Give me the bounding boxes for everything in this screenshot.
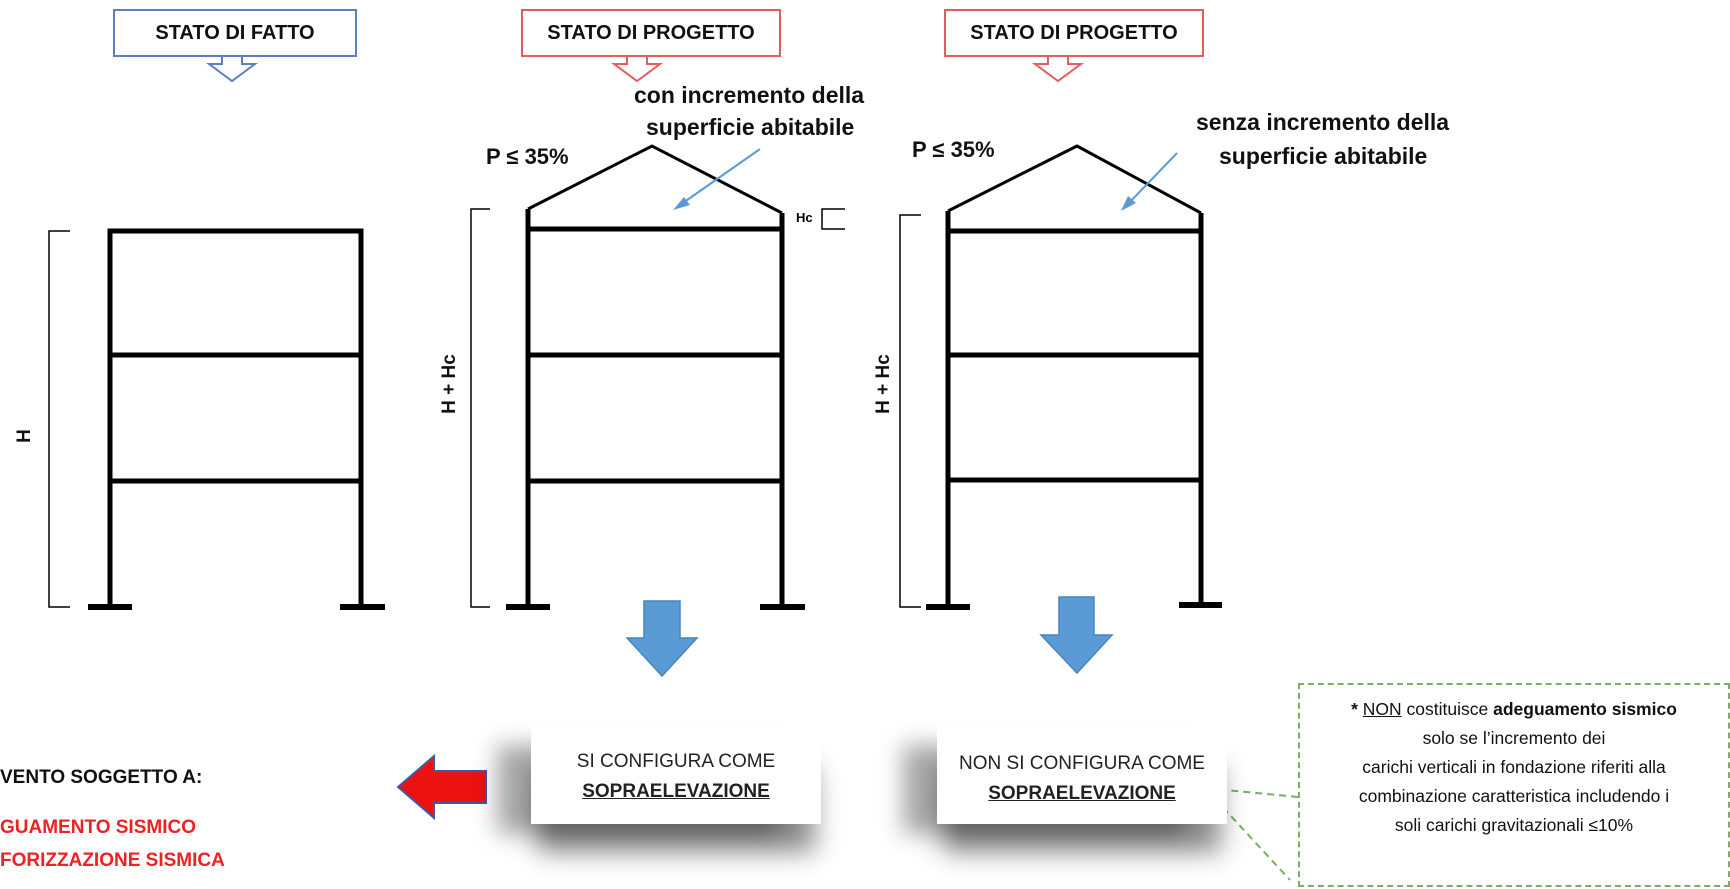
header-arrow-project-a	[610, 55, 664, 83]
frame-project-b	[899, 144, 1222, 610]
blue-down-arrow-b	[1039, 596, 1114, 675]
header-arrow-project-b	[1031, 55, 1085, 83]
frame-project-b-roof	[947, 144, 1202, 215]
frame-project-a	[470, 144, 845, 610]
frame-project-a-roof	[527, 144, 783, 215]
header-stato-di-progetto-a: STATO DI PROGETTO	[521, 9, 781, 57]
left-panel-title: VENTO SOGGETTO A:	[0, 767, 203, 788]
left-panel-item2: FORIZZAZIONE SISMICA	[0, 850, 225, 871]
condition-line3: carichi verticali in fondazione riferiti…	[1362, 757, 1666, 777]
result-box-si-configura: SI CONFIGURA COME SOPRAELEVAZIONE	[531, 727, 821, 824]
header-arrow-existing	[205, 55, 259, 83]
frame-project-a-hc-bracket	[821, 208, 845, 230]
hc-label: Hc	[796, 210, 813, 225]
note-a-line2: superficie abitabile	[646, 114, 855, 140]
condition-bold: adeguamento sismico	[1493, 699, 1677, 719]
slope-label-b: P ≤ 35%	[912, 137, 995, 162]
frame-existing	[48, 228, 385, 610]
slope-label-a: P ≤ 35%	[486, 144, 569, 169]
note-b-line2: superficie abitabile	[1219, 143, 1428, 169]
note-pointer-a	[673, 148, 761, 210]
result-a-line2: SOPRAELEVAZIONE	[582, 781, 770, 802]
frame-existing-top-storey	[107, 228, 364, 358]
note-a-line1: con incremento della	[634, 82, 865, 108]
frame-project-b-dimension-bracket	[899, 214, 921, 608]
height-label-project-b: H + Hc	[873, 354, 894, 414]
red-left-arrow	[396, 753, 487, 821]
header-stato-di-progetto-b: STATO DI PROGETTO	[944, 9, 1204, 57]
height-label-existing: H	[14, 429, 35, 443]
result-b-line1: NON SI CONFIGURA COME	[959, 753, 1205, 774]
condition-line2: solo se l’incremento dei	[1422, 728, 1606, 748]
condition-note: * NON costituisce adeguamento sismico so…	[1298, 683, 1730, 887]
frame-project-a-dimension-bracket	[470, 208, 490, 608]
condition-line1: * NON costituisce adeguamento sismico	[1351, 699, 1677, 719]
frame-existing-dimension-bracket	[48, 230, 70, 608]
result-box-non-si-configura: NON SI CONFIGURA COME SOPRAELEVAZIONE	[937, 727, 1227, 824]
note-pointer-b	[1121, 152, 1178, 211]
left-panel-item1: GUAMENTO SISMICO	[0, 817, 196, 838]
header-stato-di-fatto: STATO DI FATTO	[113, 9, 357, 57]
condition-line4: combinazione caratteristica includendo i	[1358, 786, 1670, 806]
height-label-project-a: H + Hc	[439, 354, 460, 414]
note-b-line1: senza incremento della	[1196, 109, 1450, 135]
condition-line5: soli carichi gravitazionali ≤10%	[1394, 815, 1634, 835]
result-a-line1: SI CONFIGURA COME	[576, 751, 776, 772]
blue-down-arrow-a	[625, 600, 699, 678]
result-b-line2: SOPRAELEVAZIONE	[988, 783, 1176, 804]
condition-non: NON	[1362, 699, 1402, 719]
